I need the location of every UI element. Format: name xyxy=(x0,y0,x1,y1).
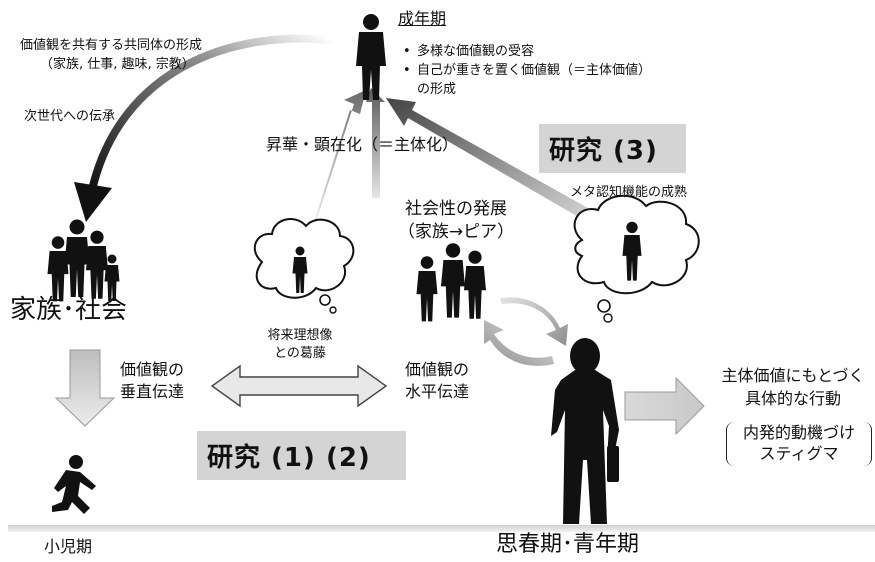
adolescence-label: 思春期･青年期 xyxy=(496,532,640,557)
social-development-sub-label: （家族→ピア） xyxy=(397,222,515,242)
transmission-arrow-head xyxy=(74,182,112,222)
adolescent-figure-icon xyxy=(551,338,619,524)
horizontal-transmission-label-1: 価値観の xyxy=(405,360,470,379)
social-development-label: 社会性の発展 xyxy=(405,199,507,219)
next-generation-label: 次世代への伝承 xyxy=(24,109,116,124)
transmission-curve-arrow xyxy=(88,34,334,194)
sublimation-label: 昇華・顕在化（＝主体化） xyxy=(266,135,459,154)
conflict-double-arrow xyxy=(210,364,388,408)
adult-title: 成年期 xyxy=(398,9,447,28)
sublimation-arrow-left xyxy=(302,90,366,228)
action-label-1: 主体価値にもとづく xyxy=(721,366,865,385)
research-1-2-box: 研究 (1) (2) xyxy=(197,431,406,480)
action-label-2: 具体的な行動 xyxy=(744,389,841,408)
childhood-label: 小児期 xyxy=(44,537,93,556)
peer-group-icon xyxy=(416,243,486,322)
vertical-transmission-arrow xyxy=(54,349,116,427)
meta-cognition-label: メタ認知機能の成熟 xyxy=(570,185,688,200)
conflict-label-1: 将来理想像 xyxy=(267,328,333,343)
family-society-label: 家族･社会 xyxy=(10,295,128,325)
stigma-label: スティグマ xyxy=(759,444,839,463)
vertical-transmission-label-2: 垂直伝達 xyxy=(120,382,185,401)
community-formation-label: 価値観を共有する共同体の形成 xyxy=(20,38,203,53)
action-arrow xyxy=(624,376,705,436)
ground-line xyxy=(8,525,875,532)
family-group-icon xyxy=(47,219,120,302)
thought-bubble-left-icon xyxy=(253,218,355,314)
research-3-box: 研究 (3) xyxy=(539,124,686,173)
adult-figure-icon xyxy=(356,14,386,100)
vertical-transmission-label-1: 価値観の xyxy=(120,360,185,379)
adult-bullet-2: 自己が重きを置く価値観（＝主体価値） xyxy=(403,61,651,80)
loop-arrow-lower xyxy=(484,320,554,366)
horizontal-transmission-label-2: 水平伝達 xyxy=(405,382,470,401)
thought-bubble-right-icon xyxy=(573,194,700,323)
research-3-label: 研究 (3) xyxy=(549,136,658,166)
adult-bullet-1: 多様な価値観の受容 xyxy=(403,42,651,61)
sublimation-arrow-mid xyxy=(366,88,385,198)
research-1-2-label: 研究 (1) (2) xyxy=(207,443,371,473)
motivation-box: 内発的動機づけ スティグマ xyxy=(726,422,872,466)
adult-bullet-2-continued: の形成 xyxy=(417,82,457,97)
running-child-icon xyxy=(52,455,96,514)
meta-cognition-arrow xyxy=(386,98,588,218)
community-examples-label: （家族, 仕事, 趣味, 宗教） xyxy=(40,57,195,72)
conflict-label-2: との葛藤 xyxy=(274,346,326,361)
adult-bullets: 多様な価値観の受容 自己が重きを置く価値観（＝主体価値） の形成 xyxy=(403,42,651,99)
motivation-label: 内発的動機づけ xyxy=(742,423,855,442)
loop-arrow-upper xyxy=(500,297,568,346)
